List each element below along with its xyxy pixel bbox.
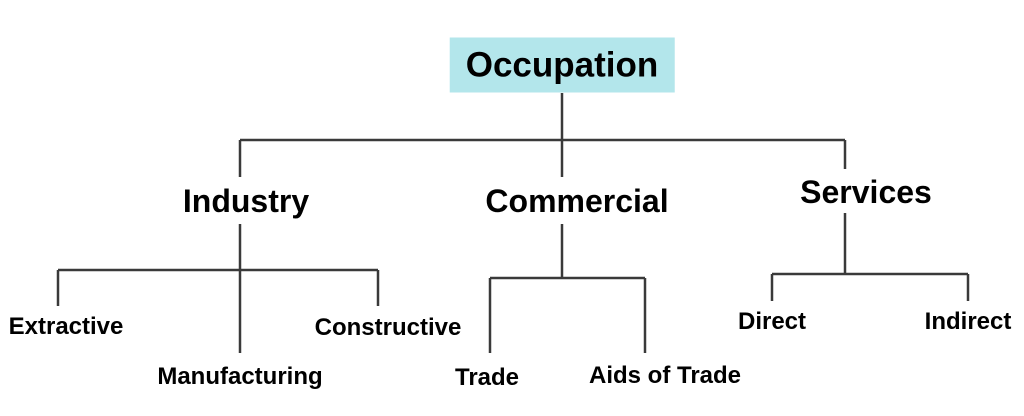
node-commercial: Commercial xyxy=(485,183,669,219)
node-aids-of-trade: Aids of Trade xyxy=(588,362,742,389)
node-constructive: Constructive xyxy=(314,314,462,341)
node-manufacturing: Manufacturing xyxy=(157,363,323,390)
node-services: Services xyxy=(800,174,932,210)
node-direct: Direct xyxy=(737,308,807,335)
node-extractive: Extractive xyxy=(8,313,124,340)
node-indirect: Indirect xyxy=(924,308,1012,335)
node-occupation: Occupation xyxy=(449,37,675,93)
node-trade: Trade xyxy=(454,364,520,391)
node-industry: Industry xyxy=(182,183,310,219)
